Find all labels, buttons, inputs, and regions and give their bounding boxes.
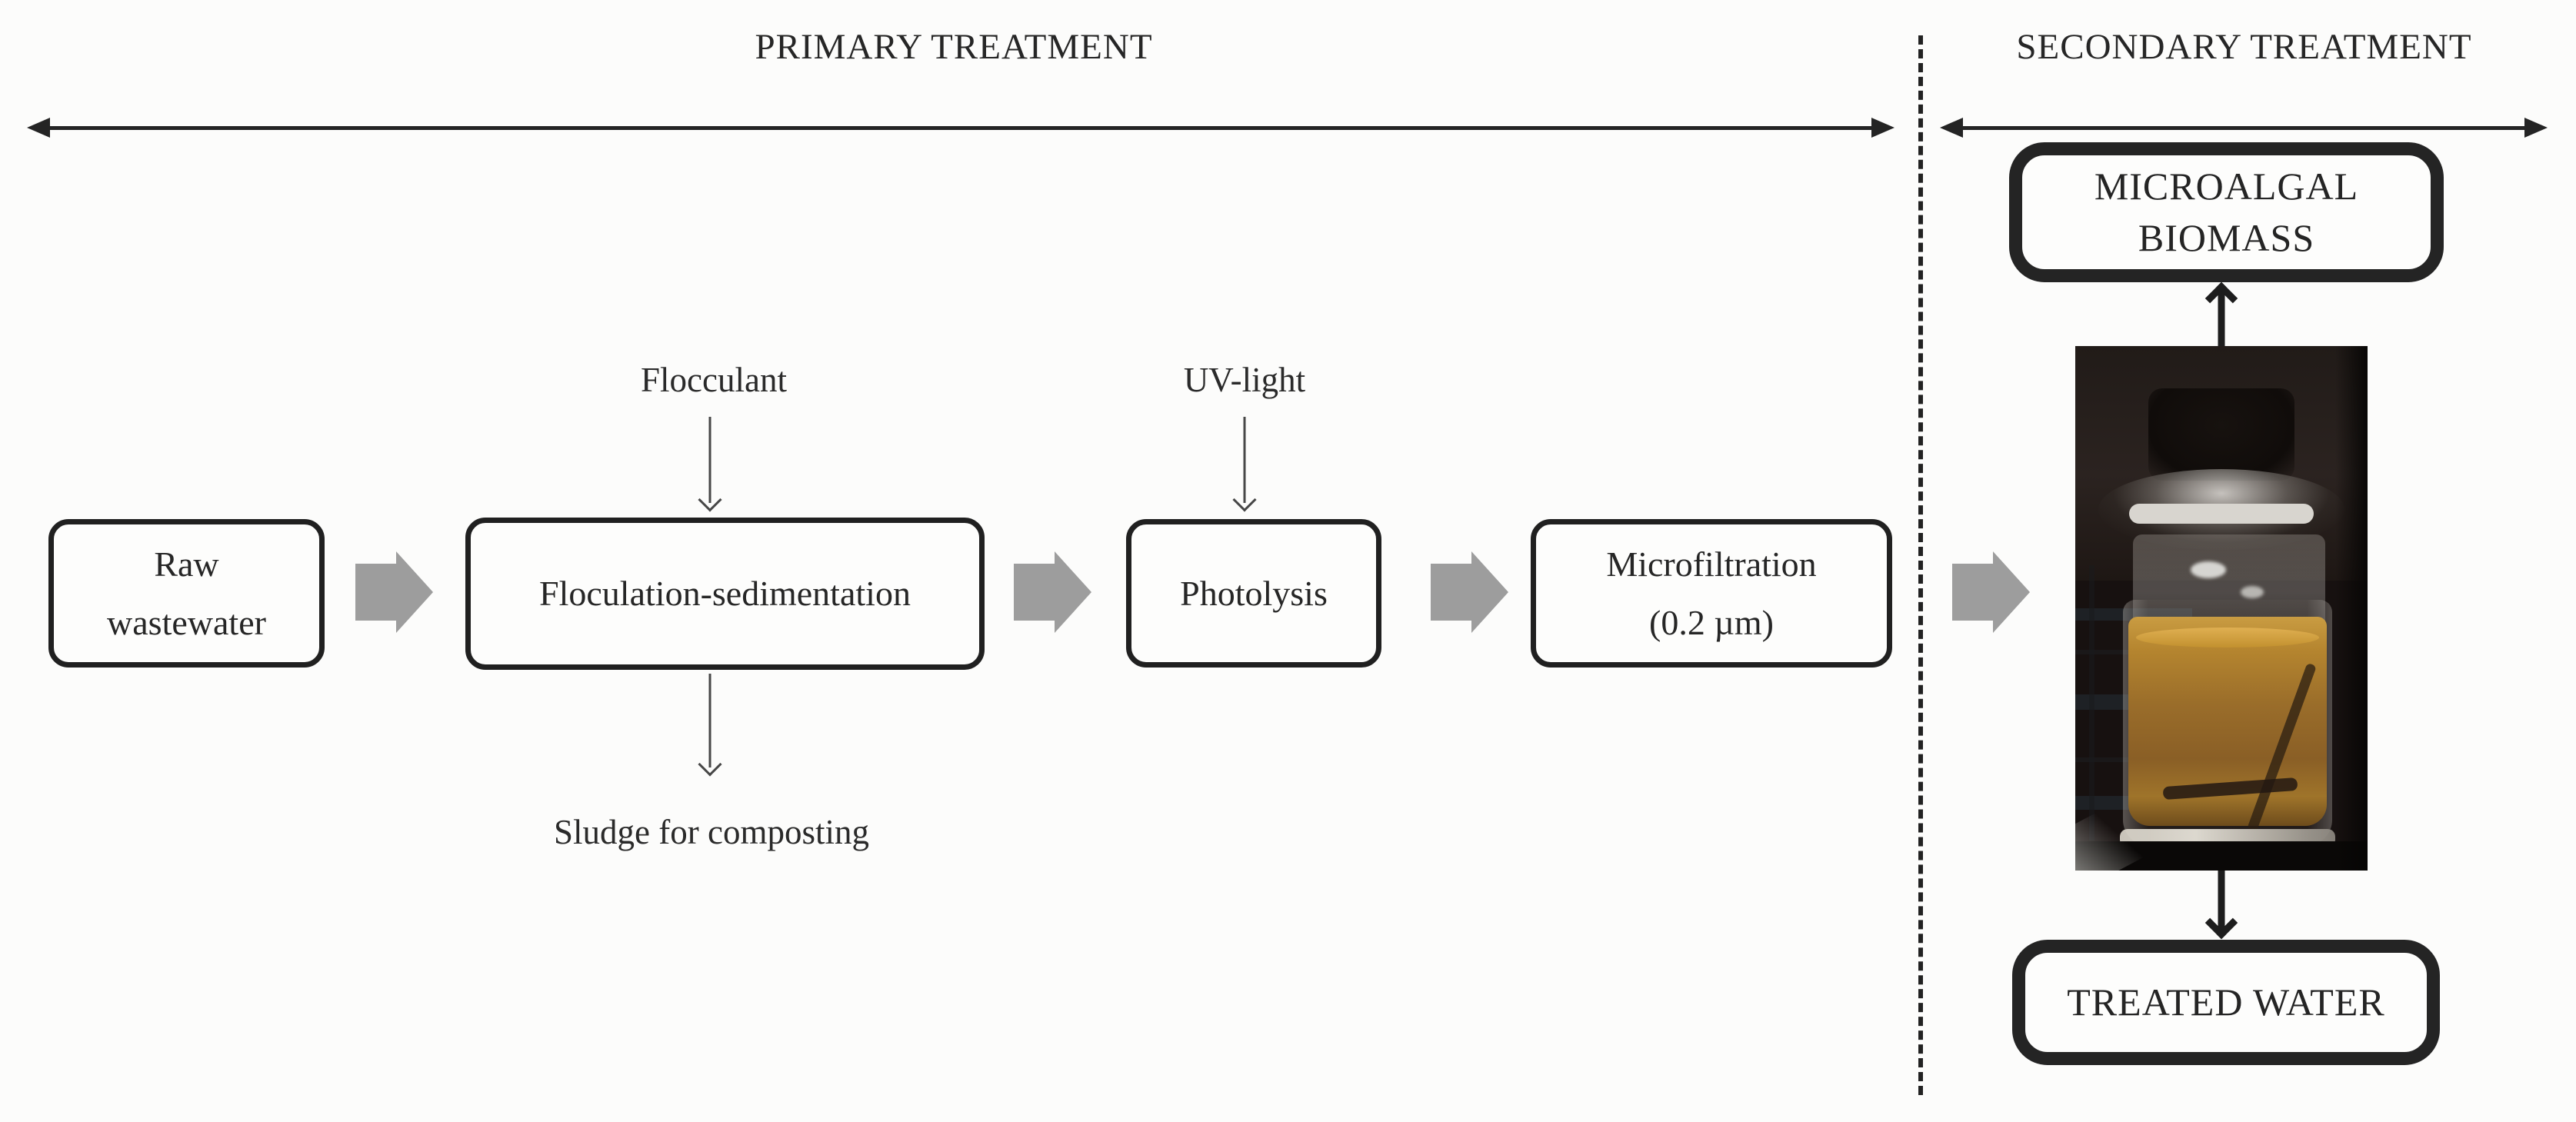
block-arrow-head [1055, 551, 1091, 633]
biomass-up-arrow-icon [2204, 281, 2238, 348]
block-arrow-tail [355, 564, 396, 621]
glass-sparkle [2191, 561, 2226, 578]
block-arrow-tail [1952, 564, 1993, 621]
box-label-line: MICROALGAL [2094, 164, 2359, 208]
arrow-shaft [2218, 286, 2225, 348]
glass-sparkle [2241, 586, 2264, 598]
box-label-line: BIOMASS [2138, 216, 2315, 259]
arrowhead-down-icon [698, 488, 722, 512]
uv-light-down-arrow-icon [1232, 417, 1257, 512]
box-label-line: Raw [154, 544, 219, 584]
primary-span-arrow [27, 117, 1895, 138]
arrowhead-right-icon [1871, 118, 1895, 138]
sludge-for-composting-label: Sludge for composting [554, 813, 869, 851]
box-label-line: Floculation-sedimentation [539, 574, 911, 614]
photobioreactor-photo [2075, 346, 2368, 871]
box-label-line: TREATED WATER [2067, 980, 2385, 1024]
microfiltration-box: Microfiltration (0.2 µm) [1531, 519, 1892, 668]
secondary-span-arrow [1940, 117, 2548, 138]
arrowhead-right-icon [2524, 118, 2548, 138]
primary-treatment-header: PRIMARY TREATMENT [755, 27, 1153, 67]
treated-water-down-arrow-icon [2204, 871, 2238, 940]
secondary-treatment-header: SECONDARY TREATMENT [2016, 27, 2472, 67]
box-label-line: (0.2 µm) [1649, 602, 1774, 642]
raw-wastewater-box: Raw wastewater [48, 519, 325, 668]
arrowhead-down-icon [1232, 488, 1257, 512]
treated-water-box: TREATED WATER [2012, 940, 2440, 1065]
photo-right-shadow [2335, 346, 2368, 871]
arrowhead-down-icon [2204, 906, 2238, 940]
block-flow-arrow-icon [1014, 551, 1091, 633]
arrow-shaft [2218, 871, 2225, 935]
section-divider-dashed-line [1918, 35, 1923, 1095]
block-flow-arrow-icon [1431, 551, 1508, 633]
block-arrow-tail [1431, 564, 1471, 621]
arrow-shaft [708, 417, 711, 503]
stir-bar-silhouette [2162, 777, 2298, 801]
arrowhead-down-icon [698, 752, 722, 777]
sludge-down-arrow-icon [698, 674, 722, 777]
microalgal-biomass-box: MICROALGAL BIOMASS [2009, 142, 2444, 282]
jar-clamp-bar [2129, 504, 2314, 524]
window-frame-bar [2089, 565, 2094, 841]
arrow-line [1957, 126, 2531, 130]
arrowhead-up-icon [2204, 281, 2238, 315]
block-arrow-tail [1014, 564, 1055, 621]
uv-light-label: UV-light [1183, 361, 1306, 399]
floculation-sedimentation-box: Floculation-sedimentation [465, 518, 985, 670]
amber-culture-liquid [2128, 617, 2327, 833]
block-arrow-head [1471, 551, 1508, 633]
jar-lid-silhouette [2148, 388, 2294, 481]
block-arrow-head [396, 551, 433, 633]
flocculant-label: Flocculant [641, 361, 787, 399]
sampling-tube-silhouette [2247, 662, 2317, 833]
flocculant-down-arrow-icon [698, 417, 722, 512]
box-label-line: Photolysis [1180, 573, 1328, 613]
block-flow-arrow-icon [1952, 551, 2030, 633]
arrow-line [44, 126, 1878, 130]
block-flow-arrow-icon [355, 551, 433, 633]
block-arrow-head [1993, 551, 2030, 633]
arrow-shaft [708, 674, 711, 767]
liquid-surface-highlight [2136, 628, 2319, 648]
arrow-shaft [1243, 417, 1246, 503]
photolysis-box: Photolysis [1126, 519, 1381, 668]
jar-glass-neck [2133, 534, 2325, 631]
box-label-line: wastewater [107, 602, 266, 642]
box-label-line: Microfiltration [1606, 544, 1817, 584]
